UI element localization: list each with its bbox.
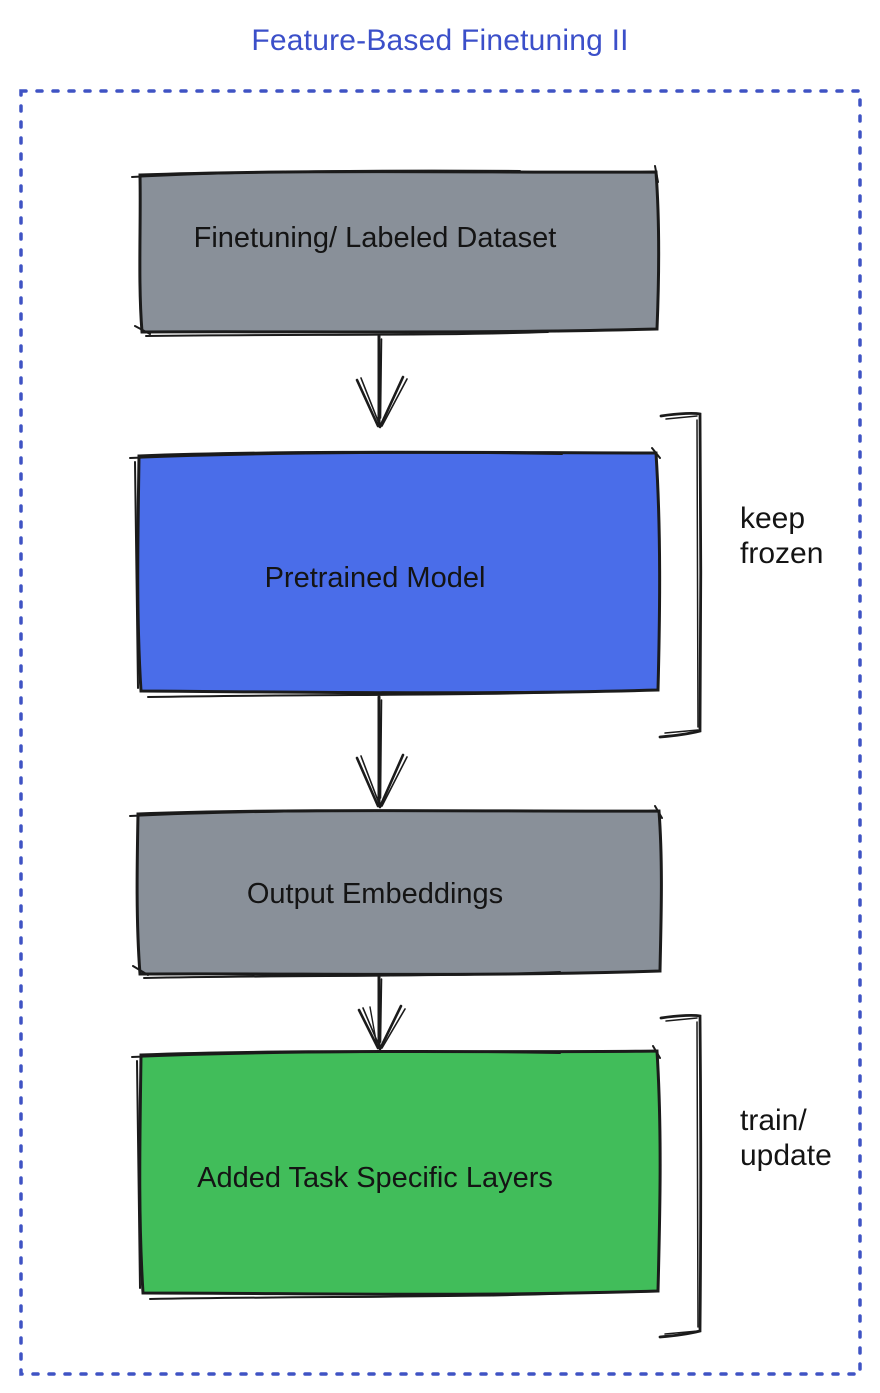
annotation-line: update [740,1139,832,1172]
annotation-line: keep [740,502,805,535]
node-sketch-strokes [131,1045,661,1300]
node-sketch-strokes [129,447,661,698]
diagram-frame-border [19,89,862,1376]
node-label: Added Task Specific Layers [197,1162,553,1194]
node-sketch-strokes [131,165,659,337]
node-box [138,170,661,334]
node-label: Finetuning/ Labeled Dataset [194,222,557,254]
node-sketch-strokes [129,805,663,979]
annotation-train-update: train/ update [740,1104,832,1172]
diagram-title: Feature-Based Finetuning II [251,24,629,57]
node-finetuning-dataset: Finetuning/ Labeled Dataset [131,165,661,337]
annotation-line: train/ [740,1104,807,1137]
annotation-keep-frozen: keep frozen [740,502,823,570]
bracket-train-update [658,1014,703,1339]
node-pretrained-model: Pretrained Model [129,447,662,698]
node-output-embeddings: Output Embeddings [129,805,663,979]
arrow-embeddings-to-layers [357,975,406,1051]
node-label: Output Embeddings [247,878,503,910]
arrow-dataset-to-model [355,334,408,429]
node-label: Pretrained Model [265,562,486,594]
annotation-line: frozen [740,537,823,570]
bracket-keep-frozen [658,412,703,739]
node-added-task-layers: Added Task Specific Layers [131,1045,662,1300]
arrow-model-to-embeddings [355,695,408,809]
